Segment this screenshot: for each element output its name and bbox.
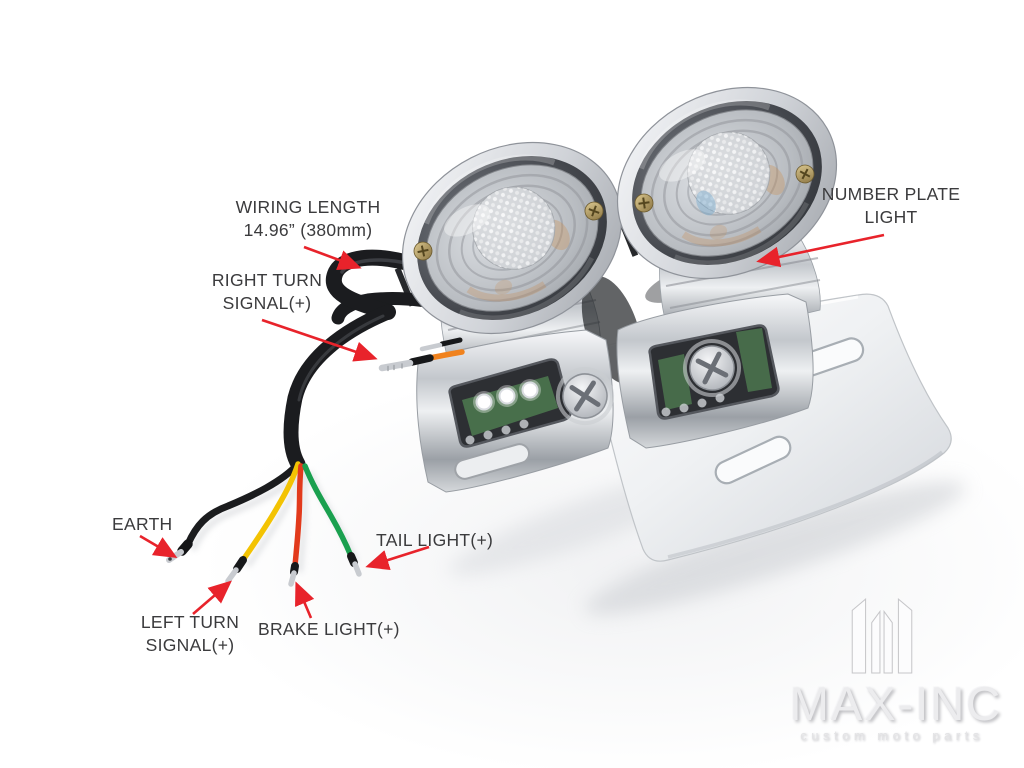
max-inc-logo-text: MAX-INC [789,677,1003,730]
label-number-plate-light: NUMBER PLATE LIGHT [822,183,960,229]
white-led-cluster [473,379,541,413]
label-tail-light: TAIL LIGHT(+) [376,529,493,552]
label-tail-light-line1: TAIL LIGHT(+) [376,530,494,550]
label-brake-light: BRAKE LIGHT(+) [258,618,400,641]
arrow-tail-light [365,545,430,571]
label-left-turn-line2: SIGNAL(+) [145,635,235,655]
number-plate-light-housings [416,293,814,493]
label-wiring-length-line1: WIRING LENGTH [235,197,381,217]
arrow-number-plate-light [756,233,885,268]
arrow-left-turn-signal [192,580,232,615]
left-turn-signal-wire [225,461,301,584]
label-number-plate-line2: LIGHT [864,207,918,227]
label-wiring-length: WIRING LENGTH 14.96” (380mm) [236,196,381,242]
max-inc-logo-tagline: custom moto parts [800,728,984,743]
arrow-earth [139,534,178,558]
arrow-wiring-length [303,245,362,270]
tail-light-wire [302,463,362,577]
label-wiring-length-line2: 14.96” (380mm) [243,220,373,240]
max-inc-logo-icon [851,597,913,674]
arrow-brake-light [295,581,315,619]
brake-light-wire [288,463,304,587]
plate-slot-bottom [714,435,792,485]
arrow-right-turn-signal [261,318,378,362]
label-number-plate-line1: NUMBER PLATE [821,184,961,204]
left-housing-slot [454,443,531,480]
label-right-turn-line1: RIGHT TURN [211,270,323,290]
label-right-turn-line2: SIGNAL(+) [222,293,312,313]
label-left-turn-signal: LEFT TURN SIGNAL(+) [141,611,239,657]
label-brake-light-line1: BRAKE LIGHT(+) [258,619,400,639]
label-right-turn-signal: RIGHT TURN SIGNAL(+) [212,269,322,315]
right-turn-signal-wire [378,337,465,372]
annotation-arrows [139,233,885,619]
right-tail-light [585,51,870,315]
label-earth-line1: EARTH [112,514,173,534]
label-earth: EARTH [112,513,173,536]
label-left-turn-line1: LEFT TURN [140,612,240,632]
